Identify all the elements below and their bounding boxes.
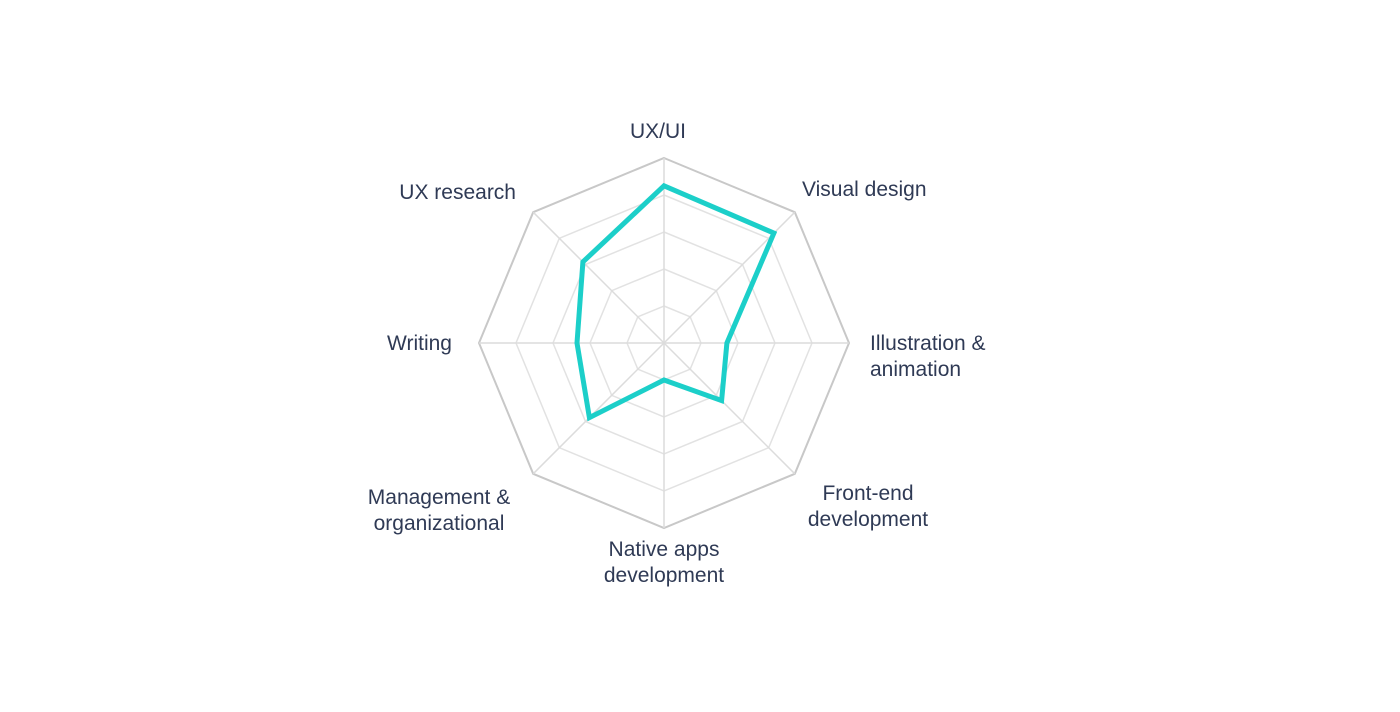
series-polygon-0: [574, 182, 778, 422]
axis-label-1: Visual design: [802, 178, 927, 201]
axis-label-3-line-1: development: [808, 508, 928, 531]
axis-label-4: Native apps development: [604, 538, 724, 587]
axis-label-6: Writing: [387, 332, 452, 355]
axis-label-7: UX research: [399, 181, 516, 204]
axis-label-5-line-1: organizational: [374, 512, 505, 535]
axis-label-5: Management & organizational: [368, 486, 510, 535]
axis-label-6-line-0: Writing: [387, 332, 452, 355]
axis-label-7-line-0: UX research: [399, 181, 516, 204]
radar-grid: [477, 156, 851, 530]
axis-label-4-line-0: Native apps: [609, 538, 720, 561]
axis-label-5-line-0: Management &: [368, 486, 510, 509]
grid-spoke-3: [663, 342, 796, 475]
radar-series-layer: [574, 182, 778, 422]
axis-label-2-line-0: Illustration &: [870, 332, 986, 355]
axis-label-4-line-1: development: [604, 564, 724, 587]
grid-spoke-7: [532, 211, 665, 344]
axis-label-2-line-1: animation: [870, 358, 961, 381]
axis-label-1-line-0: Visual design: [802, 178, 927, 201]
grid-spoke-5: [532, 342, 665, 475]
axis-label-3-line-0: Front-end: [822, 482, 913, 505]
axis-label-3: Front-end development: [808, 482, 928, 531]
axis-label-0: UX/UI: [630, 120, 686, 143]
axis-label-0-line-0: UX/UI: [630, 120, 686, 143]
axis-label-2: Illustration & animation: [870, 332, 986, 381]
